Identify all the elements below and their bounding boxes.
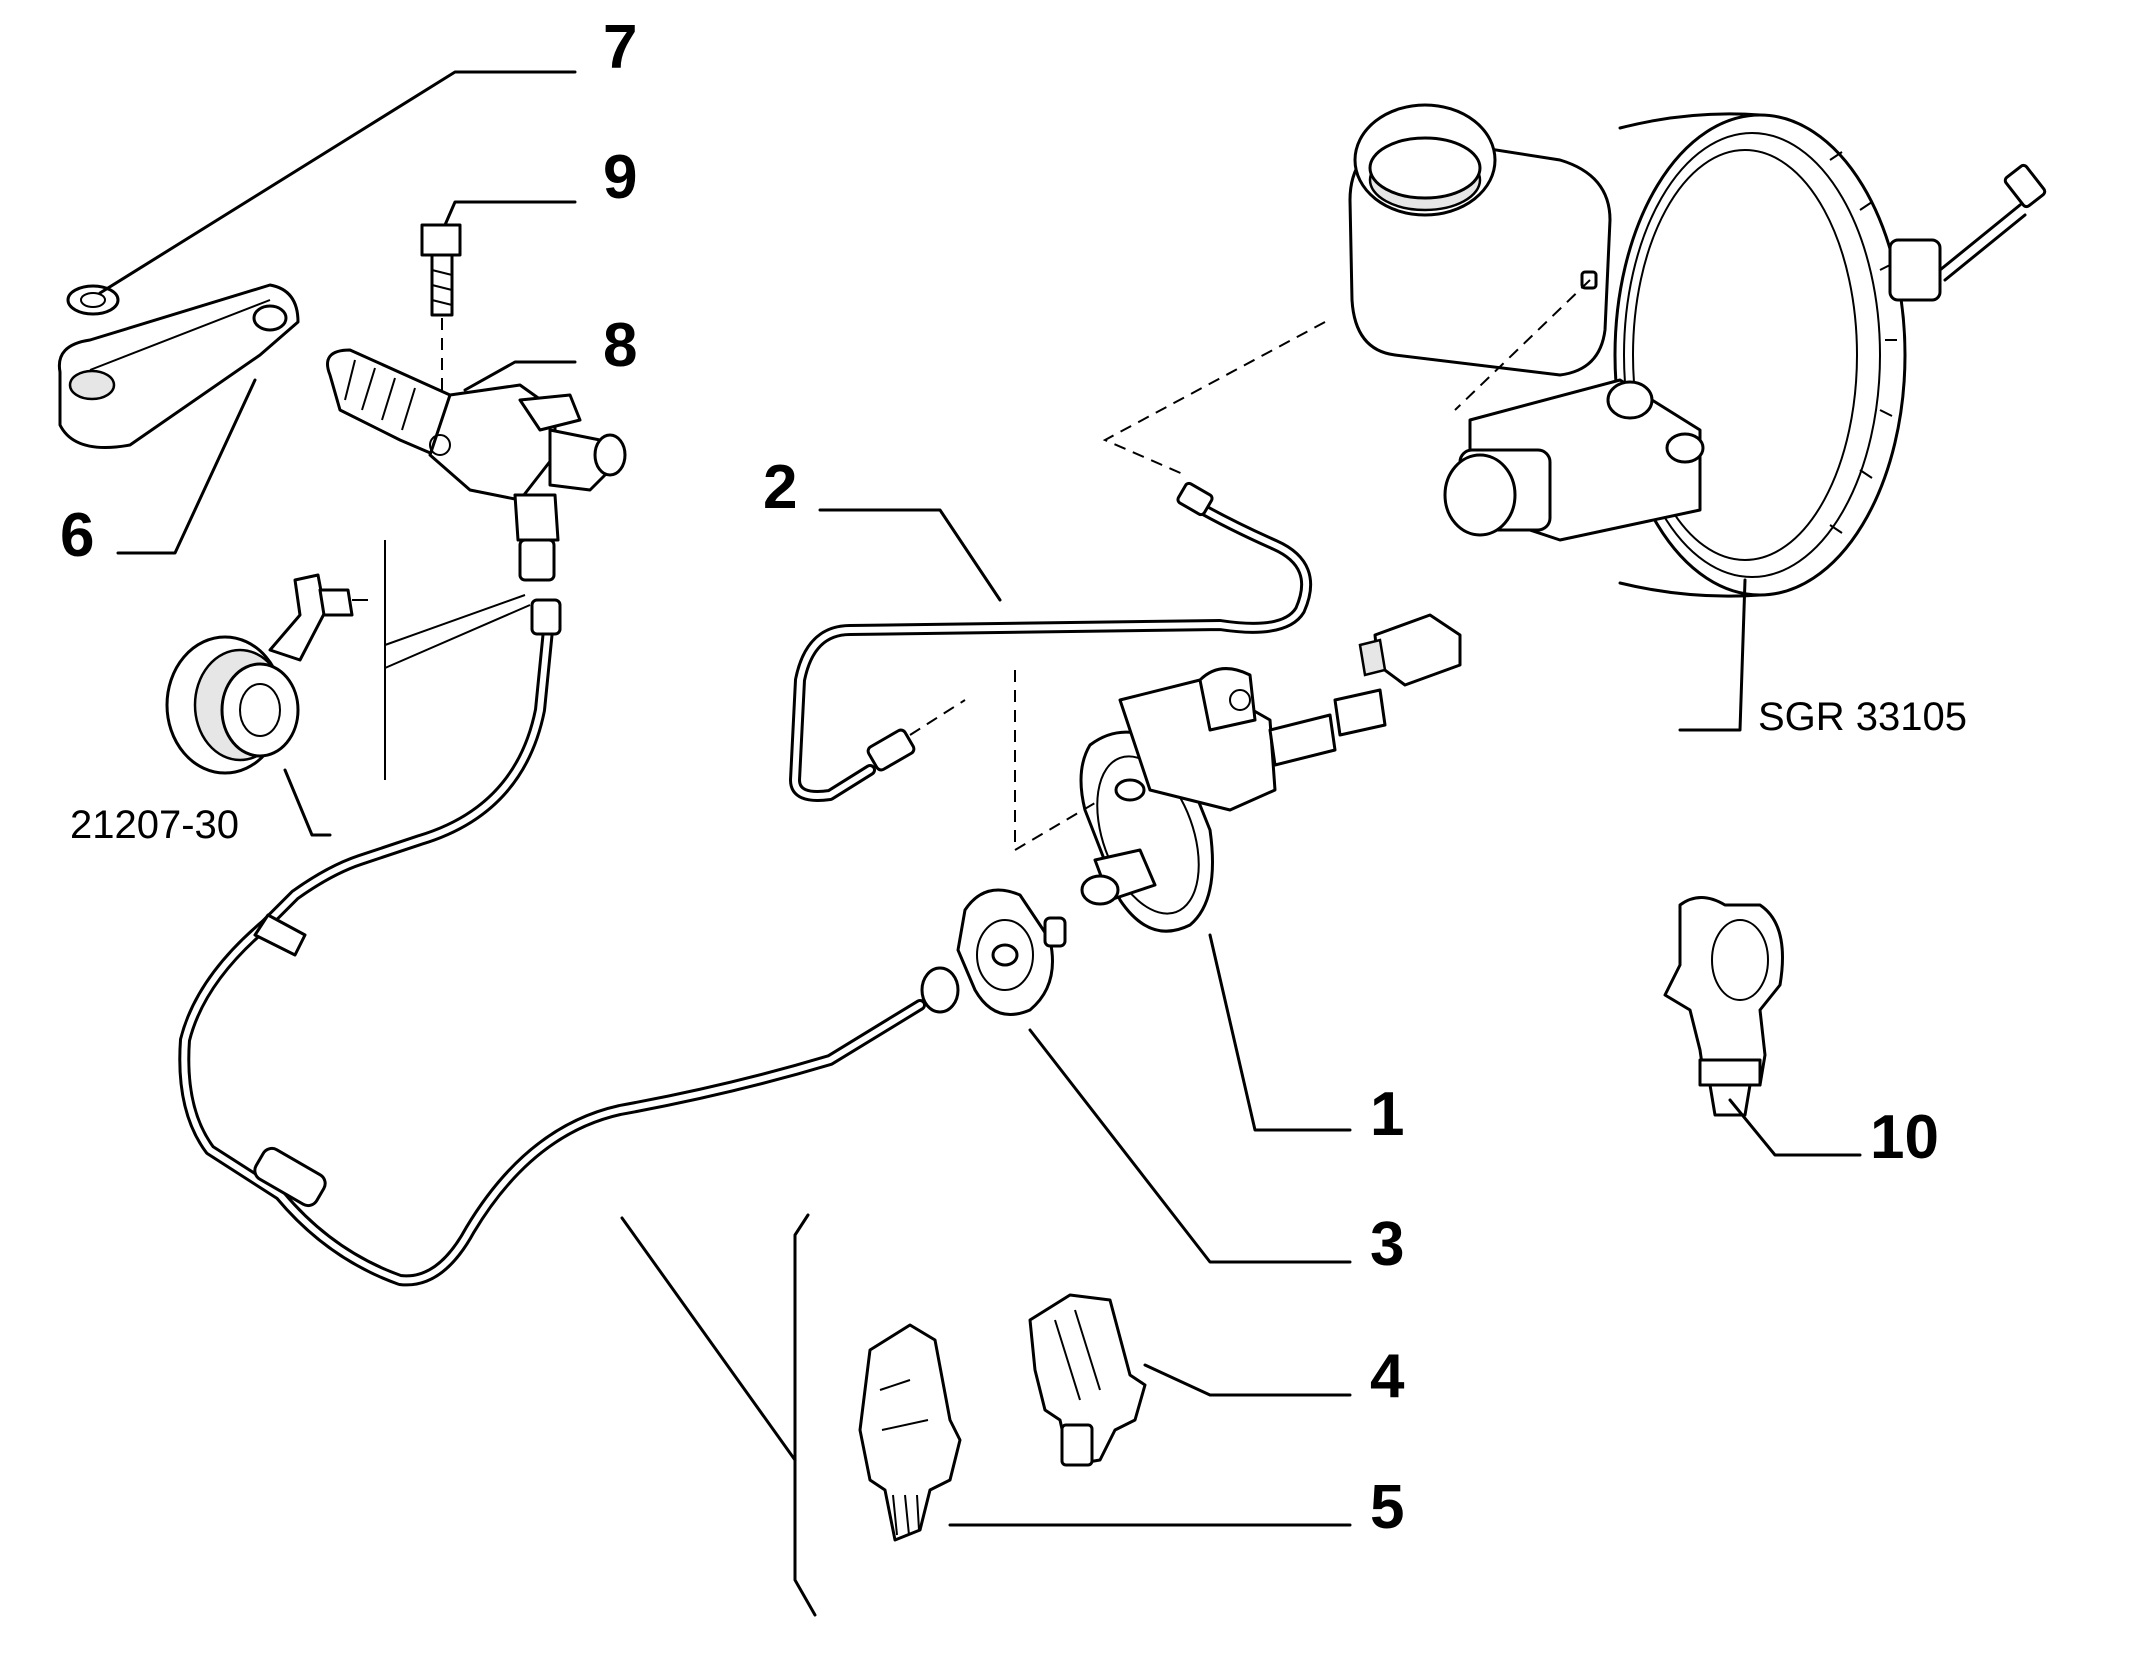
part-5-clip [858,1323,962,1542]
release-bearing-assembly [165,540,531,780]
part-4-clip [1028,1293,1147,1467]
master-cylinder [1348,103,1705,542]
callout-5: 5 [1370,1473,1404,1542]
brake-booster [1613,112,2047,598]
callout-9: 9 [603,143,637,212]
part-2-hydraulic-pipe [789,481,1313,802]
callout-8: 8 [603,311,637,380]
callout-4: 4 [1370,1342,1405,1411]
callout-10: 10 [1870,1103,1939,1172]
assembly-dash-line-booster [1102,279,1591,476]
part-6-lever [57,283,300,449]
leader-lines [98,70,1862,1527]
assembly-dash-line-cylinder [1014,670,1101,852]
callout-1: 1 [1370,1080,1404,1149]
grouping-bracket-4-5 [620,1213,817,1617]
drawing-code-label: SGR 33105 [1758,695,1967,739]
callout-2: 2 [763,453,797,522]
reference-group-label: 21207-30 [70,803,239,847]
part-1-clutch-master-cylinder [1079,613,1462,933]
part-7-washer [66,284,120,316]
part-3-flexible-hose [178,598,1067,1287]
part-9-bolt [420,223,462,317]
callout-3: 3 [1370,1210,1404,1279]
part-10-clip [1663,896,1784,1117]
part-8-slave-cylinder [326,348,627,582]
callout-6: 6 [60,501,94,570]
assembly-dash-line-pipe [909,699,966,736]
callout-7: 7 [603,13,637,82]
